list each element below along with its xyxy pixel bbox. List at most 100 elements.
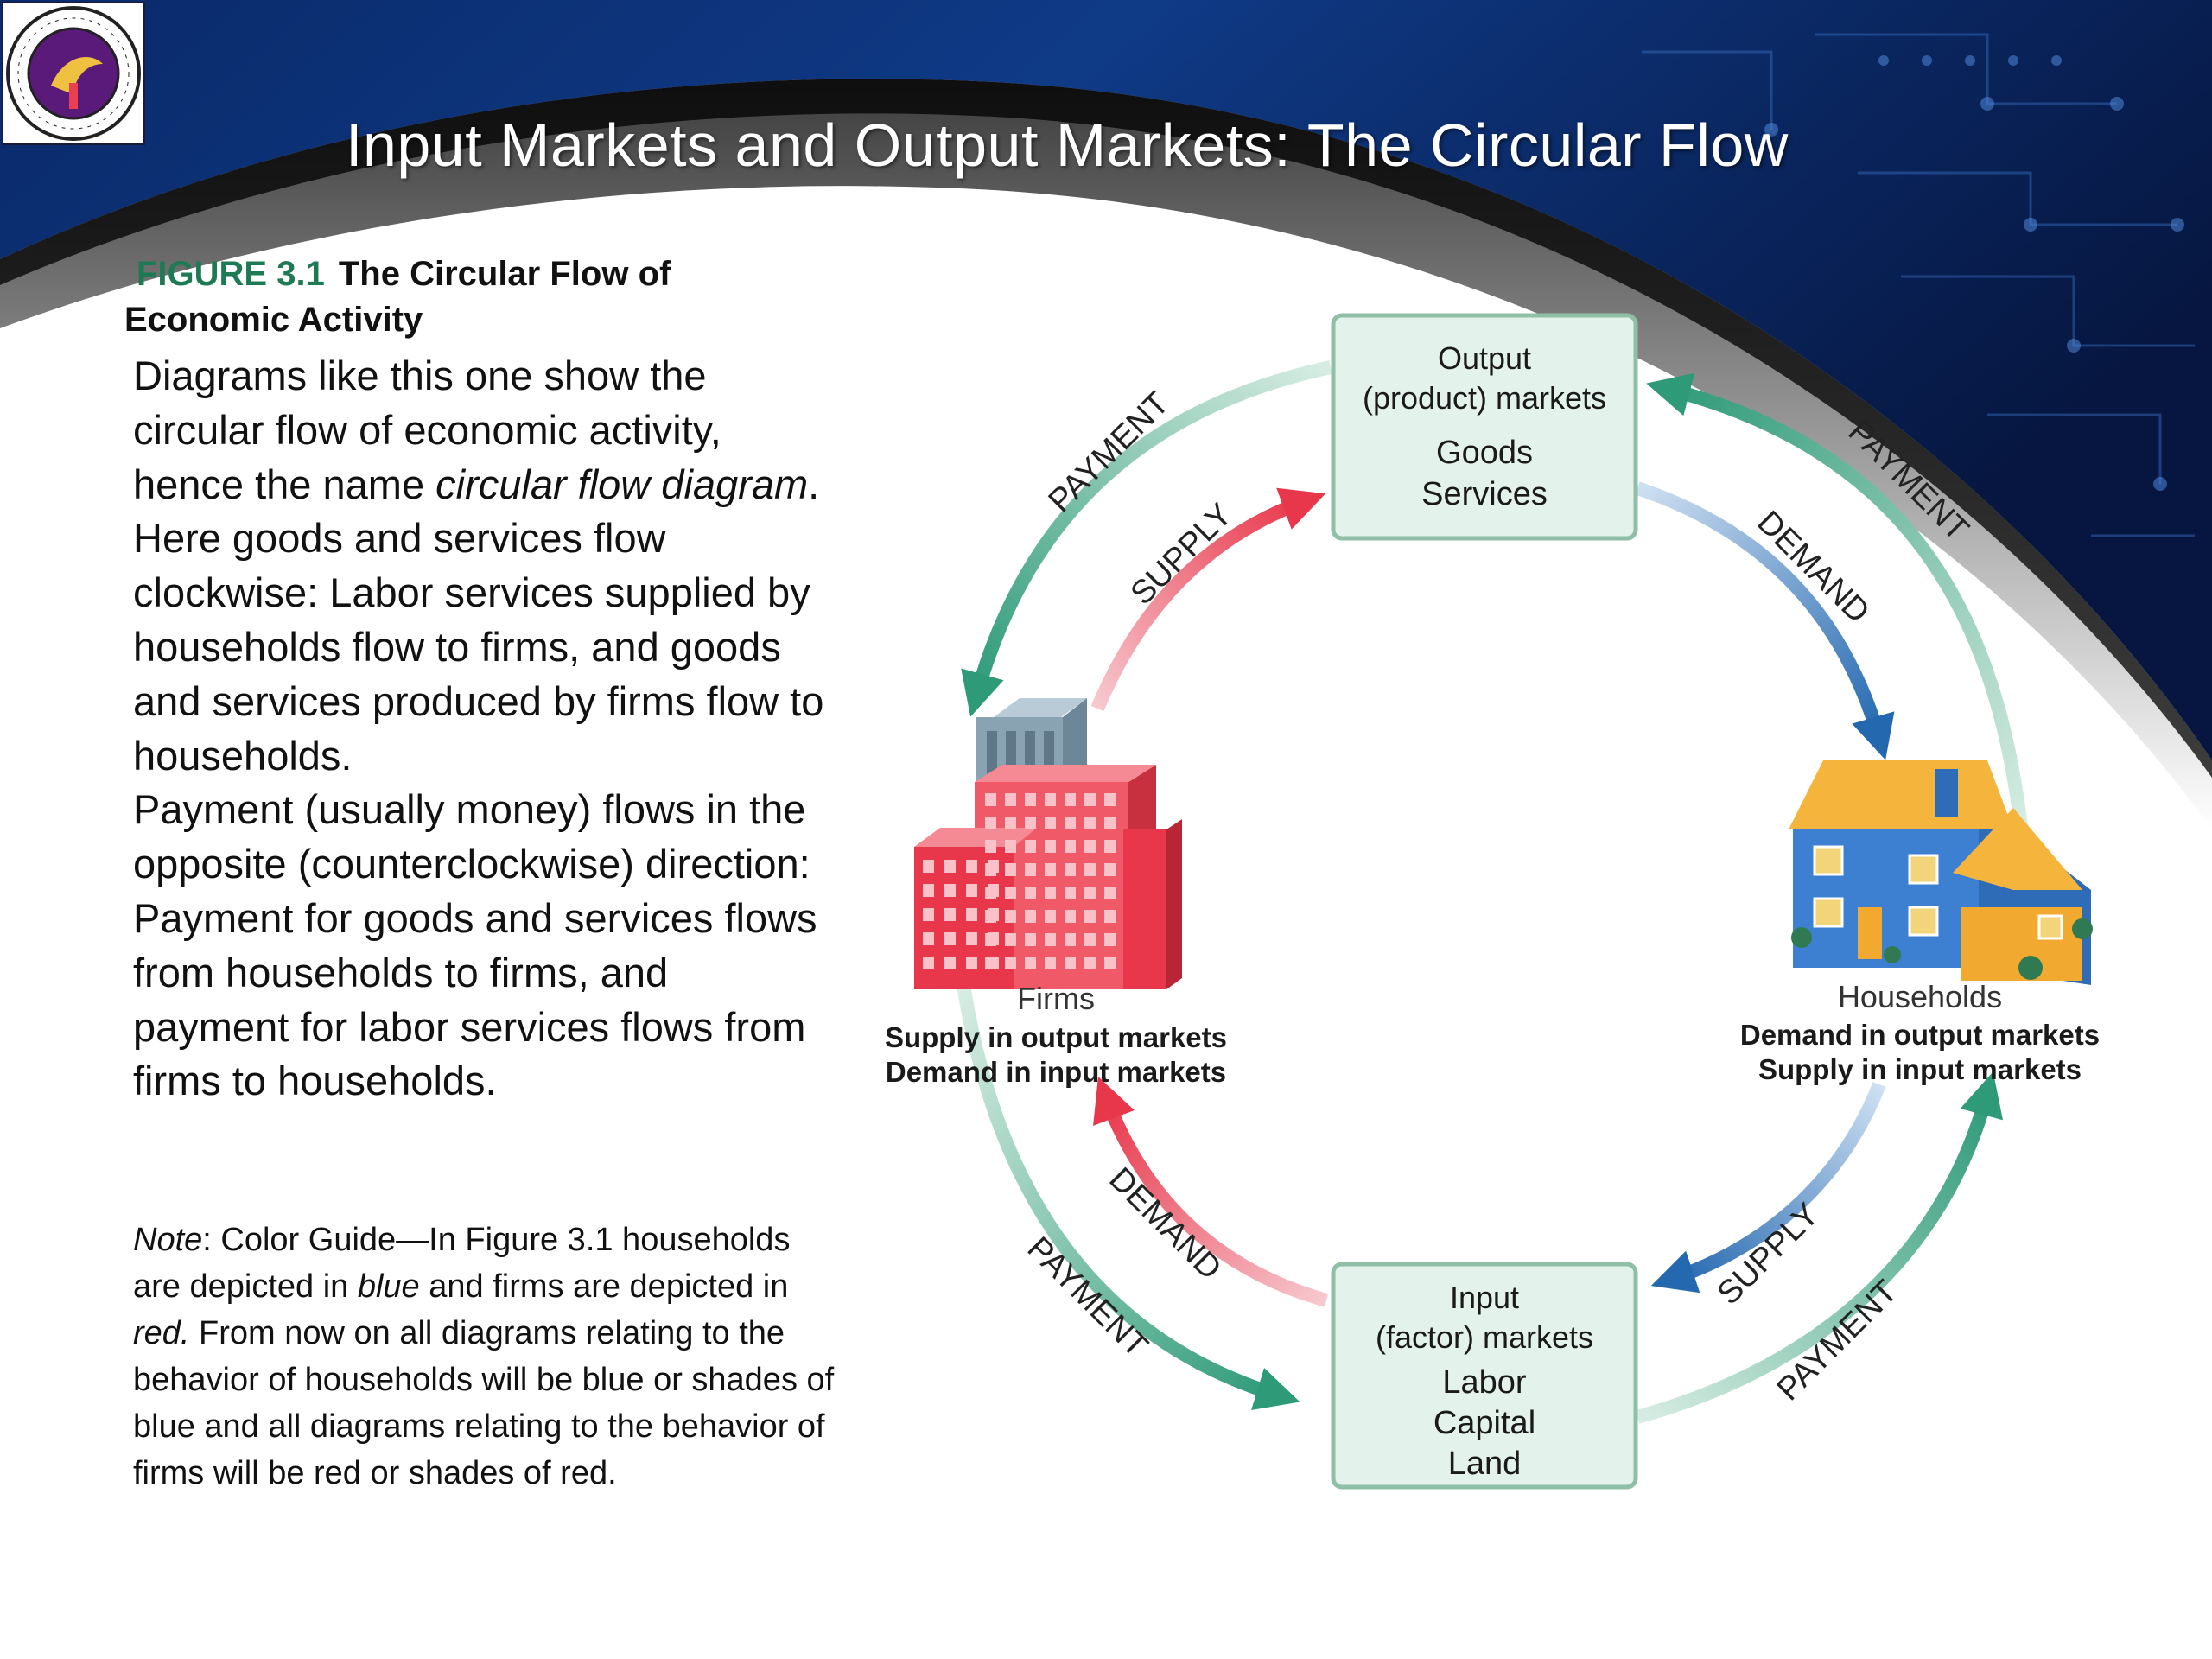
building-window <box>1025 933 1036 946</box>
firms-label: Firms <box>1017 981 1095 1016</box>
building-window <box>1045 840 1056 853</box>
building-window <box>1045 793 1056 806</box>
building-window <box>1045 910 1056 923</box>
note-red: red. <box>133 1315 190 1351</box>
building-window <box>944 908 956 921</box>
building-window <box>1084 957 1096 969</box>
input-markets-box: Input (factor) markets Labor Capital Lan… <box>1331 1262 1638 1490</box>
building-window <box>1104 840 1116 853</box>
body-text: Diagrams like this one show the circular… <box>133 349 824 1109</box>
households-line1: Demand in output markets <box>1740 1019 2100 1051</box>
building-window <box>966 884 977 897</box>
building-window <box>1065 817 1076 830</box>
building-window <box>1084 863 1096 876</box>
building-window <box>1084 817 1096 830</box>
building-window <box>966 908 977 921</box>
firms-line2: Demand in input markets <box>886 1056 1226 1088</box>
output-line4: Services <box>1421 476 1548 512</box>
building-window <box>1104 957 1116 969</box>
paragraph-2: Payment (usually money) flows in the opp… <box>133 786 817 1104</box>
demand-arrow-top-right <box>1635 481 1895 760</box>
building-window <box>1025 863 1036 876</box>
building-window <box>1104 887 1116 899</box>
figure-number: FIGURE 3.1 <box>137 255 325 293</box>
note-blue: blue <box>357 1268 420 1305</box>
building-window <box>1084 840 1096 853</box>
building-window <box>985 817 996 830</box>
households-label: Households <box>1838 979 2002 1014</box>
building-window <box>944 932 956 945</box>
label-supply-top-left: SUPPLY <box>1124 497 1240 613</box>
note-text-2: and firms are depicted in <box>419 1268 789 1305</box>
input-line1: Input <box>1450 1280 1519 1315</box>
university-logo <box>2 2 145 145</box>
output-line2: (product) markets <box>1363 380 1606 416</box>
building-window <box>923 884 934 897</box>
building-window <box>1104 910 1116 923</box>
building-window <box>966 860 977 873</box>
building-window <box>1084 910 1096 923</box>
building-window <box>1065 910 1076 923</box>
building-window <box>1045 863 1056 876</box>
building-window <box>1084 887 1096 899</box>
building-window <box>988 860 999 873</box>
building-window <box>1025 887 1036 899</box>
building-window <box>944 860 956 873</box>
building-window <box>1104 933 1116 946</box>
building-window <box>1005 793 1016 806</box>
note-text: : Color Guide—In Figure 3.1 households a… <box>133 1222 791 1305</box>
building-window <box>1045 887 1056 899</box>
building-window <box>1005 863 1016 876</box>
building-window <box>1005 817 1016 830</box>
households-house-icon <box>1789 760 2093 985</box>
demand-arrow-bottom-left <box>1093 1077 1329 1307</box>
building-window <box>1104 817 1116 830</box>
building-window <box>1065 887 1076 899</box>
building-window <box>1065 957 1076 969</box>
payment-arrow-top-right <box>1646 372 2029 835</box>
building-window <box>923 932 934 945</box>
building-window <box>1045 957 1056 969</box>
circuit-pattern <box>1642 33 2195 537</box>
building-window <box>988 884 999 897</box>
label-demand-bottom-left: DEMAND <box>1102 1160 1228 1287</box>
building-window <box>1104 863 1116 876</box>
output-line3: Goods <box>1436 435 1533 471</box>
building-window <box>1005 957 1016 969</box>
building-window <box>1065 933 1076 946</box>
building-window <box>1005 933 1016 946</box>
figure-title: The Circular Flow of Economic Activity <box>124 255 671 339</box>
building-window <box>988 932 999 945</box>
building-window <box>1065 793 1076 806</box>
output-markets-box: Output (product) markets Goods Services <box>1331 313 1638 541</box>
building-window <box>923 957 934 969</box>
building-window <box>1025 840 1036 853</box>
payment-arrow-top-left <box>961 360 1332 717</box>
firms-line1: Supply in output markets <box>885 1021 1227 1053</box>
building-window <box>1084 933 1096 946</box>
payment-arrow-bottom-right <box>1635 1071 2004 1424</box>
color-guide-note: Note: Color Guide—In Figure 3.1 househol… <box>133 1217 842 1497</box>
building-window <box>1025 793 1036 806</box>
input-line4: Capital <box>1433 1405 1535 1441</box>
building-window <box>1065 840 1076 853</box>
building-window <box>1084 793 1096 806</box>
supply-arrow-bottom-right <box>1650 1082 1886 1294</box>
building-window <box>1005 910 1016 923</box>
note-label: Note <box>133 1222 203 1258</box>
slide-title: Input Markets and Output Markets: The Ci… <box>346 111 1789 179</box>
building-window <box>1025 910 1036 923</box>
university-seal-icon <box>6 6 141 141</box>
paragraph-1: Diagrams like this one show the circular… <box>133 349 824 783</box>
building-window <box>1005 887 1016 899</box>
input-line3: Labor <box>1442 1364 1527 1401</box>
building-window <box>923 908 934 921</box>
label-payment-top-left: PAYMENT <box>1042 385 1177 520</box>
building-window <box>988 908 999 921</box>
building-window <box>1045 817 1056 830</box>
output-line1: Output <box>1438 340 1531 376</box>
supply-arrow-top-left <box>1090 487 1326 712</box>
note-text-3: From now on all diagrams relating to the… <box>133 1315 835 1491</box>
